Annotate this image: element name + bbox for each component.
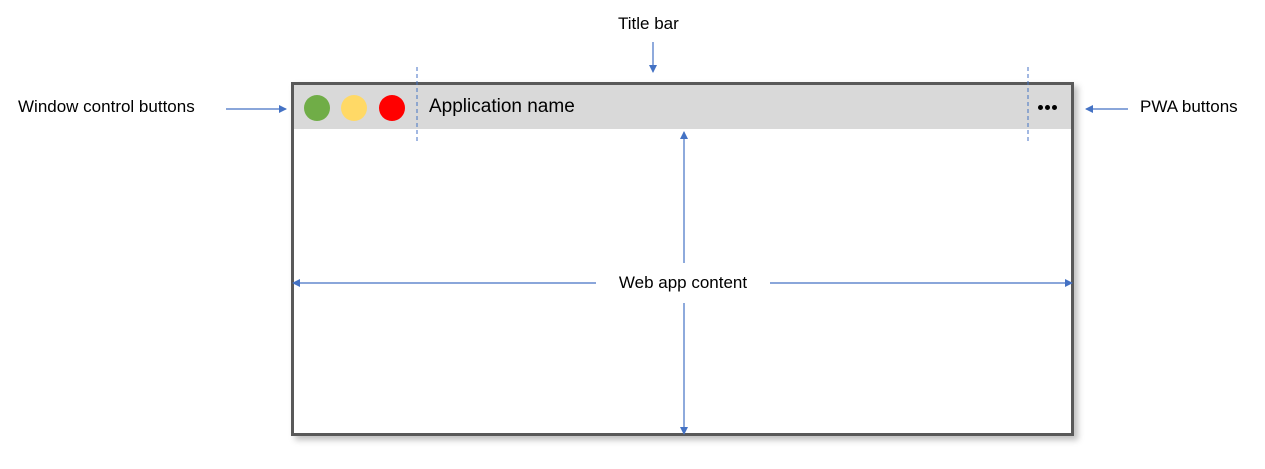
application-name: Application name — [429, 96, 575, 117]
window-control-green-button[interactable] — [304, 95, 330, 121]
dot — [1045, 105, 1050, 110]
more-horizontal-icon[interactable] — [1038, 103, 1060, 111]
window-control-red-button[interactable] — [379, 95, 405, 121]
dot — [1038, 105, 1043, 110]
dot — [1052, 105, 1057, 110]
window-control-yellow-button[interactable] — [341, 95, 367, 121]
web-app-content-label: Web app content — [600, 273, 766, 293]
window-control-buttons-label: Window control buttons — [18, 97, 195, 116]
title-bar — [294, 85, 1071, 129]
pwa-buttons-label: PWA buttons — [1140, 97, 1238, 116]
title-bar-label: Title bar — [618, 14, 679, 33]
app-window — [291, 82, 1074, 436]
